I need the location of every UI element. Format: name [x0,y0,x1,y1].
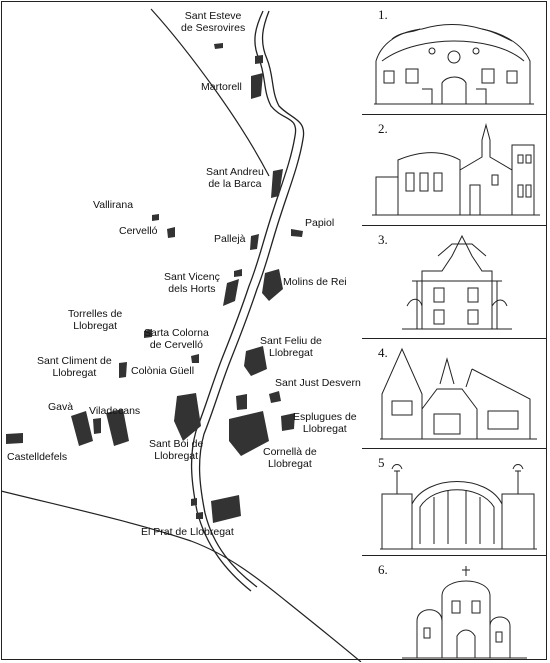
panel-3: 3. [362,225,546,338]
urban-el-prat [211,495,241,523]
building-panels: 1. 2. 3. [362,1,548,662]
urban-cornella-2 [236,394,247,410]
panel-1: 1. [362,1,546,114]
panel-2: 2. [362,114,546,225]
urban-sant-feliu [244,346,267,376]
label-martorell: Martorell [201,81,242,93]
label-sant-just: Sant Just Desvern [275,377,361,389]
urban-sant-esteve [214,43,223,49]
panel-4: 4. [362,338,546,448]
urban-santa-coloma [191,354,199,363]
label-palleja: Pallejà [214,233,246,245]
urban-gava [71,411,93,446]
building-sketch-5 [380,464,537,550]
urban-areas [6,43,303,523]
urban-sant-boi [174,393,201,441]
urban-pallejà [250,234,259,250]
label-cervello: Cervelló [119,225,158,237]
panel-number: 6. [378,562,388,577]
urban-papiol [291,229,303,237]
urban-el-prat-2 [191,498,197,506]
building-sketch-1 [374,24,534,105]
urban-cornella [229,411,269,456]
building-sketch-3 [402,234,512,330]
urban-martorell [251,73,263,99]
label-castelldefels: Castelldefels [7,451,68,463]
label-el-prat: El Prat de Llobregat [141,526,234,538]
urban-sant-just [269,391,281,403]
urban-castelldefels [6,433,23,444]
panel-number: 4. [378,345,388,360]
label-vallirana: Vallirana [93,199,134,211]
label-gava: Gavà [48,401,74,413]
urban-el-prat-3 [196,512,203,519]
urban-sant-vicenc-2 [234,269,242,277]
building-sketch-6 [402,566,527,659]
urban-colonia [119,362,127,378]
label-molins: Molins de Rei [283,276,347,288]
coastline [1,8,362,662]
panel-number: 5 [378,455,385,470]
panel-number: 2. [378,121,388,136]
river-bank-west [190,10,297,592]
urban-sant-andreu [271,169,283,198]
urban-molins [262,269,283,301]
urban-sant-vicenc [223,279,239,306]
panel-number: 1. [378,7,388,22]
river-bank-east [198,10,305,588]
label-colonia-guell: Colònia Güell [131,365,195,377]
panel-5: 5 [362,448,546,555]
map-drawing [1,8,362,662]
urban-torrelles [144,329,152,338]
panel-number: 3. [378,232,388,247]
urban-viladecans-2 [93,418,101,434]
panel-6: 6. [362,555,546,662]
urban-cervello [167,227,175,238]
building-sketch-2 [372,123,540,216]
urban-martorell-2 [255,55,263,64]
urban-vallirana [152,214,159,221]
label-viladecans: Viladecans [89,405,141,417]
urban-esplugues [281,413,295,431]
building-sketch-4 [380,347,537,440]
urban-viladecans [106,409,129,446]
label-papiol: Papiol [305,217,335,229]
